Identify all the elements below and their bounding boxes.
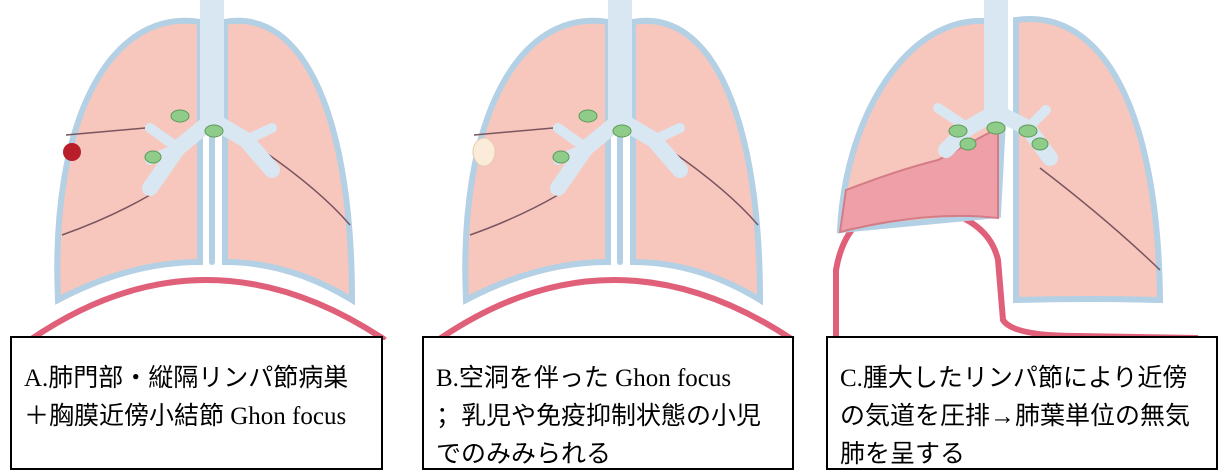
- lymph-node: [145, 151, 161, 163]
- panel-b-lung-diagram: [408, 0, 818, 340]
- lymph-node: [987, 122, 1005, 134]
- panel-a-lung-diagram: [0, 0, 410, 340]
- lymph-node: [960, 138, 976, 150]
- lymph-node: [1032, 138, 1048, 150]
- caption-c-line: C.腫大したリンパ節により近傍: [840, 360, 1206, 398]
- ghon-focus: [63, 143, 81, 161]
- lymph-node: [949, 125, 967, 137]
- caption-c-line: の気道を圧排→肺葉単位の無気: [840, 398, 1206, 436]
- caption-c: C.腫大したリンパ節により近傍 の気道を圧排→肺葉単位の無気 肺を呈する: [826, 336, 1218, 470]
- caption-b-line: B.空洞を伴った Ghon focus: [436, 360, 782, 398]
- caption-a-line: ＋胸膜近傍小結節 Ghon focus: [24, 398, 371, 436]
- caption-c-line: 肺を呈する: [840, 436, 1206, 474]
- cavitated-ghon-focus: [473, 138, 495, 166]
- caption-a: A.肺門部・縦隔リンパ節病巣 ＋胸膜近傍小結節 Ghon focus: [10, 336, 383, 470]
- caption-b-line: ；乳児や免疫抑制状態の小児: [436, 398, 782, 436]
- lymph-node: [205, 125, 223, 137]
- caption-b-line: でのみみられる: [436, 436, 782, 474]
- left-lung: [633, 21, 760, 300]
- lymph-node: [171, 110, 189, 122]
- lymph-node: [553, 151, 569, 163]
- caption-a-line: A.肺門部・縦隔リンパ節病巣: [24, 360, 371, 398]
- caption-b: B.空洞を伴った Ghon focus ；乳児や免疫抑制状態の小児 でのみみられ…: [422, 336, 794, 470]
- lymph-node: [579, 110, 597, 122]
- lymph-node: [613, 125, 631, 137]
- left-lung: [225, 21, 352, 300]
- panel-c-lung-diagram: [818, 0, 1221, 340]
- lymph-node: [1019, 125, 1037, 137]
- left-lung: [1016, 19, 1160, 300]
